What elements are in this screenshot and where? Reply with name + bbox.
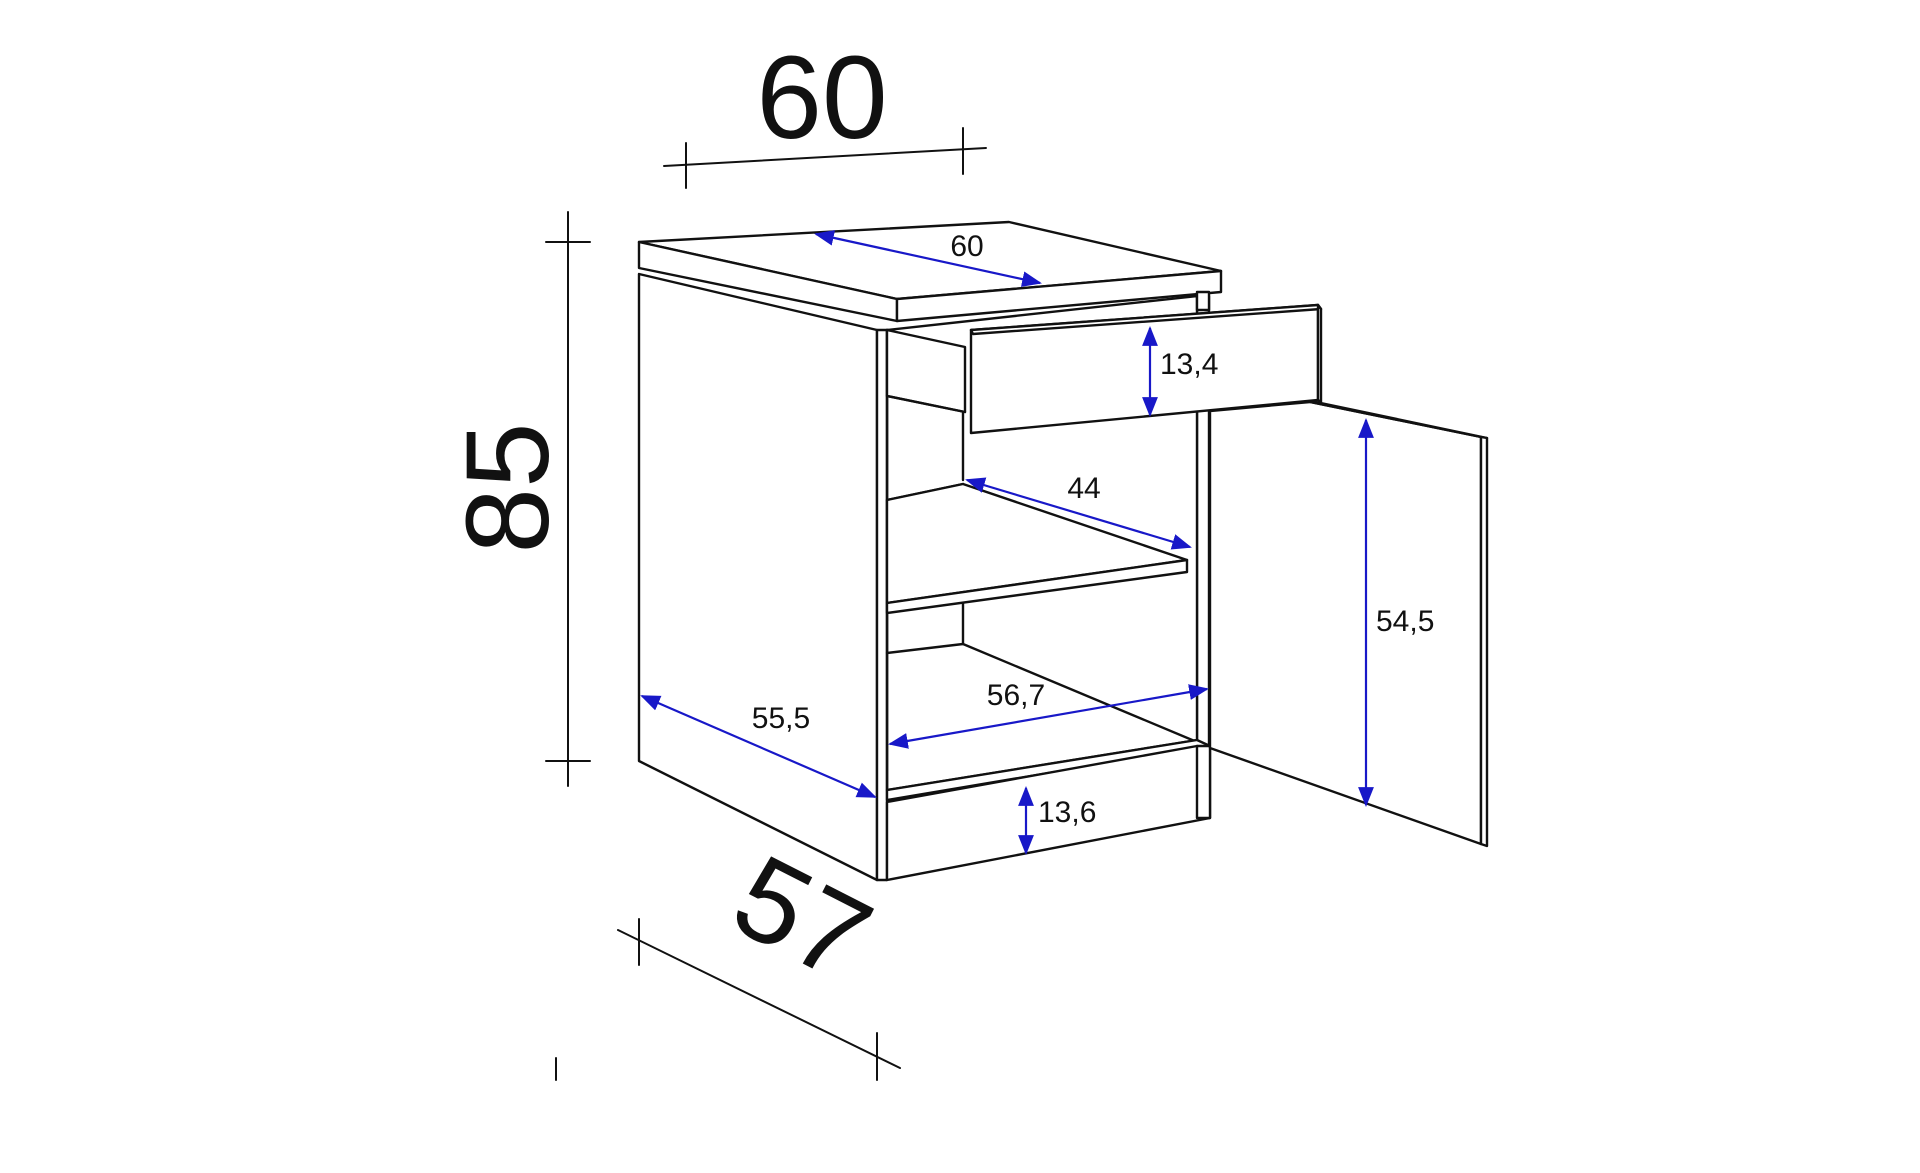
top-width-arrow (814, 230, 1042, 287)
open-door (1208, 400, 1489, 848)
overall-height-dimension (545, 211, 591, 787)
interior-width-arrow (888, 684, 1209, 749)
overall-depth-dimension (555, 918, 901, 1081)
door-height-label: 54,5 (1376, 605, 1434, 638)
left-panel-front-edge (875, 328, 889, 882)
shelf-depth-arrow (965, 477, 1192, 550)
overall-height-label: 85 (442, 422, 574, 553)
interior-width-label: 56,7 (987, 679, 1045, 712)
plinth-height-label: 13,6 (1038, 796, 1096, 829)
top-width-label: 60 (950, 230, 983, 263)
side-depth-label: 55,5 (752, 702, 810, 735)
overall-width-dimension (663, 127, 987, 189)
drawer-height-label: 13,4 (1160, 348, 1218, 381)
overall-width-label: 60 (756, 32, 887, 164)
drawer-rail (885, 328, 967, 414)
left-side-panel (637, 272, 879, 882)
shelf-depth-label: 44 (1067, 472, 1100, 505)
bottom-floor (885, 738, 1212, 882)
side-depth-arrow (640, 694, 877, 799)
